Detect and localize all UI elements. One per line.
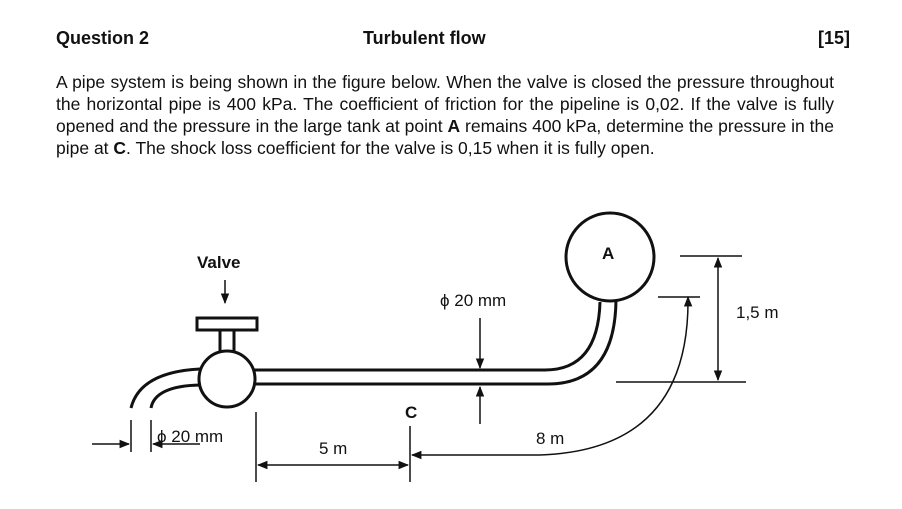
length-2-dimension [410,295,693,460]
height-dimension [616,255,746,383]
valve-label: Valve [197,253,241,272]
question-marks: [15] [818,28,851,48]
valve [129,316,259,409]
question-number: Question 2 [56,28,150,48]
point-a-ref: A [447,116,461,136]
length-1-label: 5 m [319,439,347,458]
valve-body [197,349,257,409]
problem-text-2: remains 400 kPa, determine the pressure … [56,116,834,158]
problem-statement: A pipe system is being shown in the figu… [56,71,834,159]
valve-handle [195,316,259,332]
outlet-diameter-label: ϕ 20 mm [157,427,223,446]
tank-a-label: A [602,244,614,263]
point-c-ref: C [113,138,127,158]
pipe-diameter-label: ϕ 20 mm [440,291,506,310]
height-label: 1,5 m [736,303,779,322]
question-title: Turbulent flow [363,28,486,48]
problem-text-3: . The shock loss coefficient for the val… [126,138,655,158]
outlet-diameter-marker [92,420,200,452]
pipe [254,299,618,386]
length-2-label: 8 m [536,429,564,448]
problem-text-1: A pipe system is being shown in the figu… [56,72,834,136]
point-c-label: C [405,403,417,422]
